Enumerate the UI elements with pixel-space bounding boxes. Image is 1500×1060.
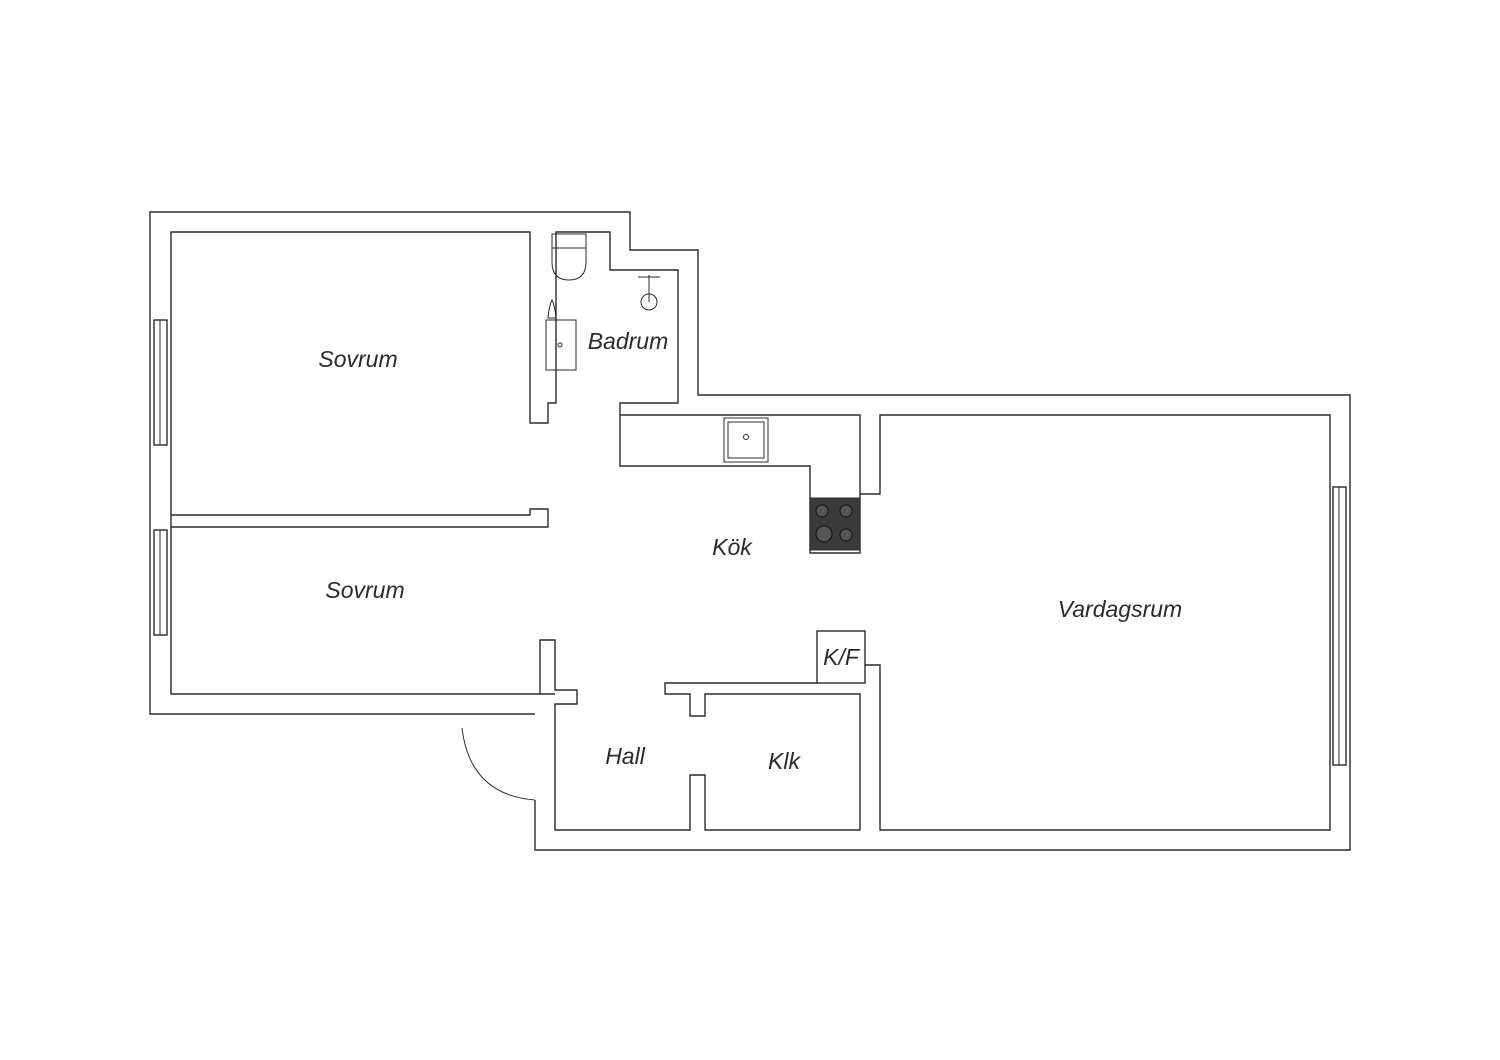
door-swing-arc	[461, 727, 536, 801]
label-kitchen: Kök	[712, 534, 753, 560]
stove-burner	[839, 528, 853, 542]
label-bedroom-bottom: Sovrum	[325, 577, 404, 603]
label-closet: Klk	[768, 748, 801, 774]
hall-wall-stub	[539, 639, 861, 831]
stove-burner	[815, 525, 833, 543]
toilet-icon	[551, 233, 587, 281]
stove-burner	[815, 504, 829, 518]
kitchen-sink-basin	[727, 421, 765, 459]
bathroom	[545, 233, 660, 371]
bedroom-divider-wall	[171, 508, 549, 528]
sink-icon	[545, 319, 577, 371]
living-room-wall	[860, 414, 1331, 831]
kitchen-sink-icon	[723, 417, 769, 463]
kitchen	[619, 414, 866, 684]
entrance-door	[461, 727, 536, 801]
label-bedroom-top: Sovrum	[318, 346, 397, 372]
label-fridge-freezer: K/F	[823, 644, 861, 670]
bedroom-top	[153, 319, 549, 528]
kitchen-counter	[619, 414, 861, 554]
sink-drain	[557, 342, 563, 348]
label-hall: Hall	[605, 743, 646, 769]
inner-wall-line	[170, 231, 679, 695]
label-bathroom: Badrum	[588, 328, 669, 354]
outer-walls	[149, 211, 1351, 851]
fridge-freezer-box	[816, 630, 866, 684]
stove-icon	[809, 497, 861, 551]
soap-icon	[547, 298, 557, 319]
kitchen-sink-drain	[743, 434, 749, 440]
living-room	[860, 414, 1347, 831]
stove-burner	[839, 504, 853, 518]
bedroom-bottom	[153, 529, 861, 831]
outer-wall-line	[149, 211, 1351, 851]
label-living-room: Vardagsrum	[1058, 596, 1182, 622]
